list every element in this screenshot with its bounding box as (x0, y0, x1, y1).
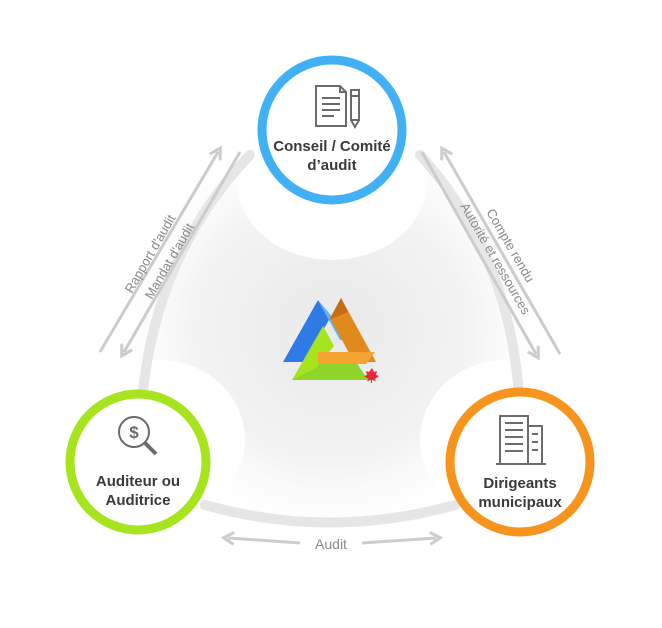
label-audit: Audit (315, 536, 347, 552)
building-icon (496, 415, 546, 465)
arrow-audit-left (220, 531, 301, 546)
council-node-label: Conseil / Comité d’audit (262, 137, 402, 175)
auditor-label-line1: Auditeur ou (95, 473, 181, 490)
arrow-rapport-audit (98, 145, 222, 353)
management-label-line2: municipaux (478, 494, 562, 511)
arrow-mandat-audit (120, 151, 242, 359)
management-node-circle (445, 387, 595, 537)
auditor-node-label: Auditeur ou Auditrice (78, 472, 198, 510)
document-pen-icon (315, 85, 360, 130)
arrow-autorite-ressources (420, 151, 540, 361)
council-node-circle (257, 55, 407, 205)
arrow-compte-rendu (440, 145, 562, 355)
triangle-logo-icon (283, 298, 379, 383)
dollar-magnifier-icon: $ (118, 416, 158, 456)
auditor-node-circle (65, 389, 211, 535)
maple-leaf-icon (364, 368, 379, 383)
arrow-audit-right (361, 531, 444, 546)
council-label-line2: d’audit (307, 157, 357, 174)
svg-text:$: $ (129, 423, 139, 442)
management-node-label: Dirigeants municipaux (460, 474, 580, 512)
council-label-line1: Conseil / Comité (273, 138, 391, 155)
management-label-line1: Dirigeants (483, 475, 557, 492)
auditor-label-line2: Auditrice (105, 492, 171, 509)
